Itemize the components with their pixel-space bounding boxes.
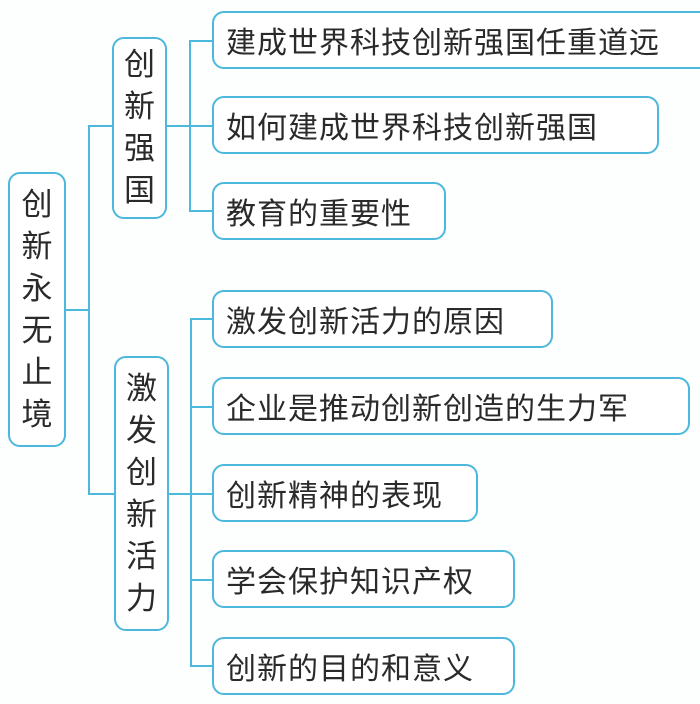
leaf-node: 激发创新活力的原因 [212, 290, 553, 348]
connector-leaf [190, 318, 213, 320]
connector-leaf [189, 210, 213, 212]
connector-branch-2-trunk [190, 318, 192, 667]
leaf-node: 企业是推动创新创造的生力军 [212, 377, 690, 435]
connector-to-branch-1 [88, 125, 113, 127]
branch-node-innovation-power: 创 新 强 国 [112, 37, 167, 219]
branch-char: 国 [124, 173, 155, 209]
leaf-node: 创新精神的表现 [212, 464, 478, 522]
branch-char: 发 [126, 412, 157, 449]
root-char: 新 [21, 228, 53, 265]
connector-branch-1 [167, 125, 191, 127]
root-char: 创 [21, 186, 53, 223]
leaf-node: 教育的重要性 [212, 182, 446, 240]
leaf-node: 如何建成世界科技创新强国 [212, 96, 659, 154]
branch-char: 创 [126, 454, 157, 491]
branch-char: 激 [126, 370, 157, 407]
leaf-node: 建成世界科技创新强国任重道远 [212, 11, 700, 69]
leaf-node: 学会保护知识产权 [212, 550, 515, 608]
connector-root [66, 309, 90, 311]
branch-node-stimulate-innovation: 激 发 创 新 活 力 [114, 356, 169, 631]
branch-char: 强 [124, 131, 155, 167]
connector-branch-2 [169, 493, 192, 495]
root-char: 永 [21, 270, 53, 307]
connector-leaf [190, 665, 213, 667]
connector-to-branch-2 [88, 493, 115, 495]
root-char: 无 [21, 312, 53, 349]
branch-char: 新 [124, 89, 155, 125]
connector-leaf [190, 493, 213, 495]
branch-char: 新 [126, 496, 157, 533]
branch-char: 力 [126, 580, 157, 617]
branch-char: 活 [126, 538, 157, 575]
connector-leaf [190, 406, 213, 408]
root-char: 境 [21, 396, 53, 433]
connector-root-trunk [88, 125, 90, 495]
root-node: 创 新 永 无 止 境 [8, 172, 66, 447]
connector-leaf [189, 125, 213, 127]
branch-char: 创 [124, 47, 155, 83]
root-char: 止 [21, 354, 53, 391]
connector-leaf [190, 579, 213, 581]
leaf-node: 创新的目的和意义 [212, 637, 515, 695]
connector-leaf [189, 40, 213, 42]
